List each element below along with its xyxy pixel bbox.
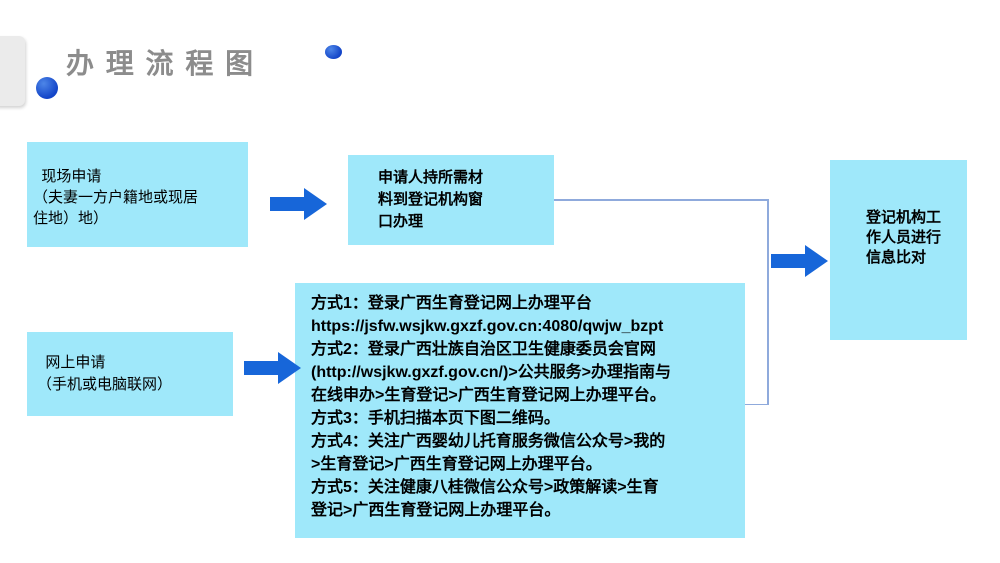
right-arrow-icon-to-verification (771, 245, 828, 277)
connector-line-methods-right (745, 403, 767, 405)
connector-line-window-right (554, 199, 768, 201)
decorative-dot-icon (325, 45, 342, 59)
page-title: 办 理 流 程 图 (66, 48, 256, 79)
title-accent-dot-icon (36, 77, 58, 99)
slide-edge-tab (0, 36, 25, 106)
flow-box-info-verification: 登记机构工 作人员进行 信息比对 (830, 160, 967, 340)
flow-box-onsite-application: 现场申请 （夫妻一方户籍地或现居 住地）地） (27, 142, 248, 247)
right-arrow-icon-online-to-methods (244, 352, 301, 384)
flow-box-online-application: 网上申请 （手机或电脑联网） (27, 332, 233, 416)
connector-line-vertical-merge (767, 199, 769, 405)
right-arrow-icon-onsite-to-window (270, 188, 327, 220)
flow-box-online-methods: 方式1：登录广西生育登记网上办理平台 https://jsfw.wsjkw.gx… (295, 283, 745, 538)
flow-box-registration-window: 申请人持所需材 料到登记机构窗 口办理 (348, 155, 554, 245)
